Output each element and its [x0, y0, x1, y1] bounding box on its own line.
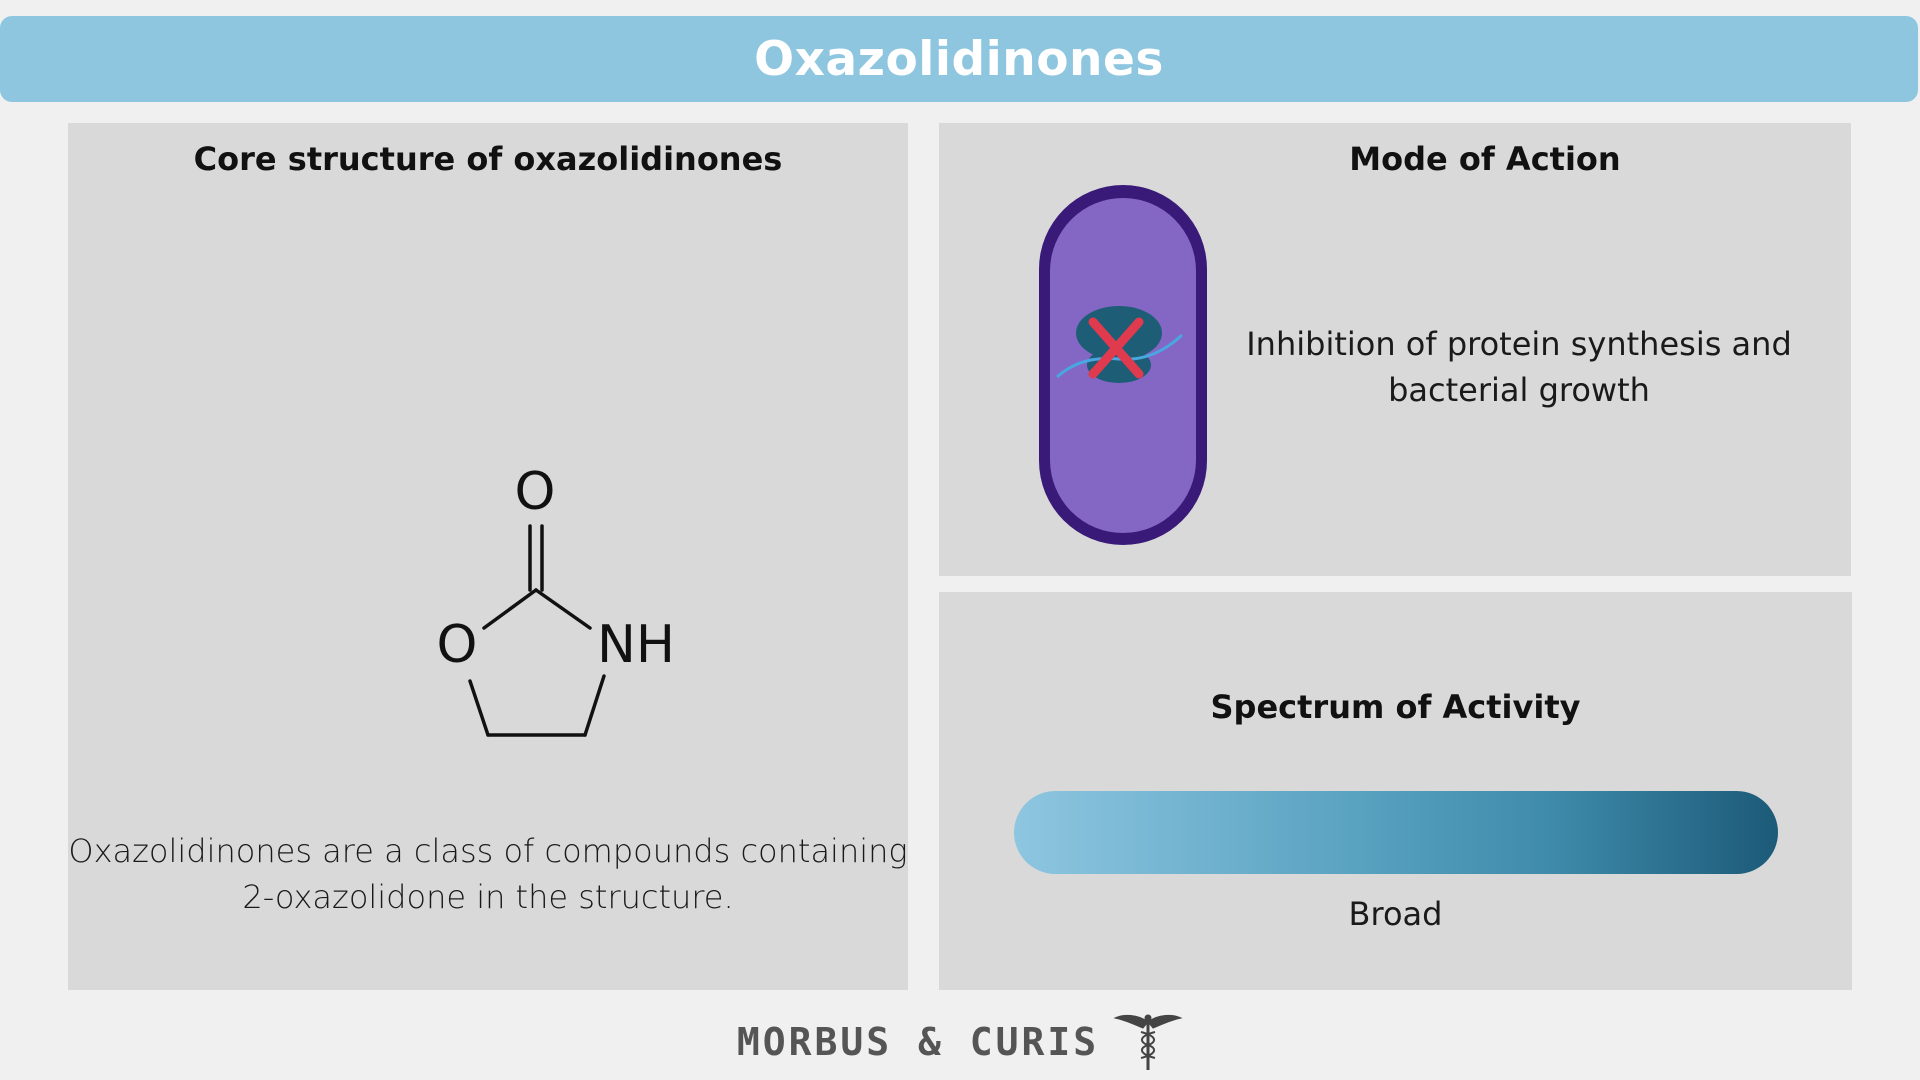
header-banner: Oxazolidinones — [0, 16, 1918, 102]
description-line-2: 2-oxazolidone in the structure. — [242, 878, 734, 916]
spectrum-label: Broad — [1348, 895, 1443, 933]
spectrum-gradient-bar — [1014, 791, 1778, 874]
bond-c2-o1 — [482, 588, 538, 630]
core-structure-description: Oxazolidinones are a class of compounds … — [68, 828, 908, 920]
oxazolidinone-structure-diagram: O O NH — [437, 462, 675, 737]
bond-o1-c5 — [468, 679, 490, 737]
footer: MORBUS & CURIS — [0, 1012, 1920, 1072]
mode-line-1: Inhibition of protein synthesis and — [1246, 325, 1792, 363]
mode-of-action-title: Mode of Action — [1349, 140, 1621, 178]
page-title: Oxazolidinones — [754, 31, 1164, 87]
core-structure-title: Core structure of oxazolidinones — [193, 140, 783, 178]
carbonyl-oxygen-label: O — [515, 462, 556, 522]
mode-line-2: bacterial growth — [1388, 371, 1650, 409]
spectrum-panel: Spectrum of Activity Broad — [939, 592, 1852, 990]
caduceus-icon — [1113, 1014, 1183, 1070]
bond-c2-n3 — [534, 588, 592, 630]
core-structure-panel: Core structure of oxazolidinones O O NH … — [68, 123, 908, 990]
description-line-1: Oxazolidinones are a class of compounds … — [68, 832, 908, 870]
mode-of-action-panel: Mode of Action Inhibition of protein syn… — [939, 123, 1851, 576]
bond-c4-n3 — [583, 674, 606, 737]
brand-name: MORBUS & CURIS — [736, 1020, 1100, 1064]
nitrogen-label: NH — [597, 615, 675, 675]
spectrum-title: Spectrum of Activity — [1210, 688, 1581, 726]
mode-of-action-description: Inhibition of protein synthesis and bact… — [1239, 321, 1799, 413]
ring-oxygen-label: O — [437, 615, 478, 675]
bacterium-with-inhibited-ribosome-icon — [1039, 185, 1207, 545]
